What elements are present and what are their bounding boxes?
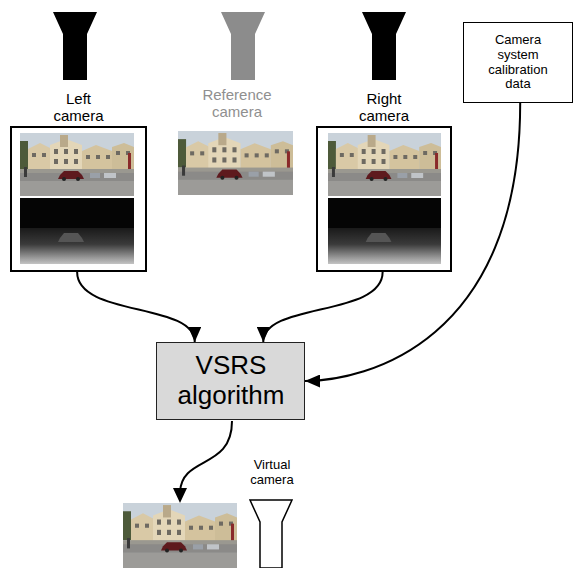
camera-label: Virtual camera xyxy=(236,458,308,488)
camera-images xyxy=(20,131,441,568)
connector-arrow xyxy=(263,272,382,342)
camera-label: Right camera xyxy=(346,90,422,125)
camera-label: Left camera xyxy=(42,90,116,125)
camera-box: Left camera xyxy=(10,126,147,272)
camera-label: Reference camera xyxy=(191,86,283,121)
camera-icons xyxy=(53,12,406,568)
connector-arrow xyxy=(305,103,520,381)
calibration-box: Camera system calibration data xyxy=(463,22,573,103)
box-text: VSRS algorithm xyxy=(161,351,301,411)
output-arrow xyxy=(173,421,232,503)
connector-arrow xyxy=(77,272,195,342)
camera-box: Right camera xyxy=(316,126,452,272)
process-box: VSRS algorithm xyxy=(156,342,305,420)
box-text: Camera system calibration data xyxy=(477,33,559,93)
